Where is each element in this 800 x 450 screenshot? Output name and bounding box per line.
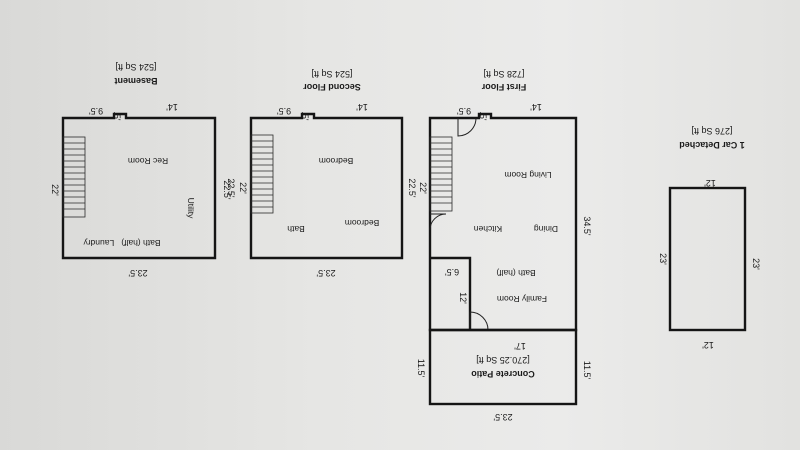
first-floor-area: [728 Sq ft] bbox=[483, 69, 524, 79]
first-floor-door-front bbox=[457, 117, 477, 137]
patio-title: Concrete Patio bbox=[471, 369, 535, 379]
garage-area: [276 Sq ft] bbox=[691, 126, 732, 136]
first-floor-plan: First Floor [728 Sq ft] 14' 9.5' .5' 22.… bbox=[407, 69, 592, 332]
basement-dim-top-right: 14' bbox=[166, 102, 178, 112]
second-floor-dim-left: 22.5' bbox=[226, 178, 236, 198]
patio-plan: Concrete Patio [270.25 Sq ft] 17' 11.5' … bbox=[416, 328, 592, 422]
first-floor-stairs bbox=[429, 136, 453, 212]
basement-dim-step: .5' bbox=[112, 111, 122, 121]
basement-dim-right: 22.5' bbox=[222, 180, 232, 200]
second-floor-dim-stair: 22' bbox=[238, 182, 248, 194]
second-floor-dim-top-right: 14' bbox=[356, 102, 368, 112]
garage-outline bbox=[668, 186, 747, 332]
basement-outline bbox=[61, 112, 217, 260]
first-floor-title: First Floor bbox=[481, 82, 526, 92]
second-floor-area: [524 Sq ft] bbox=[311, 69, 352, 79]
first-floor-partition bbox=[430, 256, 472, 330]
basement-dim-top-left: 9.5' bbox=[89, 106, 104, 116]
second-floor-outline bbox=[249, 112, 404, 260]
first-floor-door-patio bbox=[469, 311, 489, 331]
patio-dim-top: 17' bbox=[514, 341, 526, 351]
garage-dim-bottom: 12' bbox=[702, 340, 714, 350]
first-floor-dim-step: .5' bbox=[478, 111, 488, 121]
second-floor-room-bedroom-2: Bedroom bbox=[345, 218, 380, 228]
second-floor-title: Second Floor bbox=[303, 82, 361, 92]
first-floor-room-living: Living Room bbox=[504, 170, 551, 180]
second-floor-dim-top-left: 9.5' bbox=[277, 106, 292, 116]
patio-dim-left: 11.5' bbox=[416, 359, 426, 378]
second-floor-plan: Second Floor [524 Sq ft] 14' 9.5' .5' 22… bbox=[226, 69, 404, 278]
basement-room-utility: Utility bbox=[186, 198, 196, 220]
patio-area: [270.25 Sq ft] bbox=[476, 355, 530, 365]
second-floor-stairs bbox=[250, 134, 274, 214]
basement-room-rec: Rec Room bbox=[128, 156, 168, 166]
second-floor-room-bath: Bath bbox=[287, 224, 305, 234]
second-floor-dim-bottom: 23.5' bbox=[316, 268, 336, 278]
first-floor-room-kitchen: Kitchen bbox=[474, 224, 503, 234]
patio-dim-bottom: 23.5' bbox=[493, 412, 513, 422]
first-floor-dim-top-left: 9.5' bbox=[457, 106, 472, 116]
basement-title: Basement bbox=[114, 76, 157, 86]
first-floor-room-dining: Dining bbox=[534, 224, 558, 234]
first-floor-dim-left: 22.5' bbox=[407, 178, 417, 198]
second-floor-room-bedroom-1: Bedroom bbox=[319, 156, 354, 166]
first-floor-dim-family-wall: 12' bbox=[458, 292, 468, 304]
first-floor-door-side bbox=[429, 213, 447, 231]
basement-dim-bottom: 23.5' bbox=[128, 268, 148, 278]
garage-plan: 1 Car Detached [276 Sq ft] 12' 12' 23' 2… bbox=[658, 126, 761, 350]
basement-stairs bbox=[62, 136, 86, 218]
garage-dim-left: 23' bbox=[658, 253, 668, 265]
patio-dim-right: 11.5' bbox=[582, 361, 592, 380]
garage-dim-top: 12' bbox=[704, 178, 716, 188]
first-floor-room-family: Family Room bbox=[497, 294, 547, 304]
second-floor-dim-step: .5' bbox=[300, 111, 310, 121]
first-floor-dim-right: 34.5' bbox=[582, 216, 592, 236]
basement-plan: Basement [524 Sq ft] 14' 9.5' .5' 22' 22… bbox=[50, 62, 232, 278]
basement-area: [524 Sq ft] bbox=[115, 62, 156, 72]
first-floor-dim-stair: 22' bbox=[418, 182, 428, 194]
garage-dim-right: 23' bbox=[751, 258, 761, 270]
first-floor-dim-top-right: 14' bbox=[530, 102, 542, 112]
garage-title: 1 Car Detached bbox=[679, 140, 745, 150]
basement-room-bath-laundry: Bath (half) Laundry bbox=[83, 238, 161, 248]
patio-outline bbox=[428, 328, 578, 406]
first-floor-dim-kitchen-step: 6.5' bbox=[445, 267, 460, 277]
first-floor-room-bath: Bath (half) bbox=[496, 268, 535, 278]
basement-dim-left: 22' bbox=[50, 184, 60, 196]
